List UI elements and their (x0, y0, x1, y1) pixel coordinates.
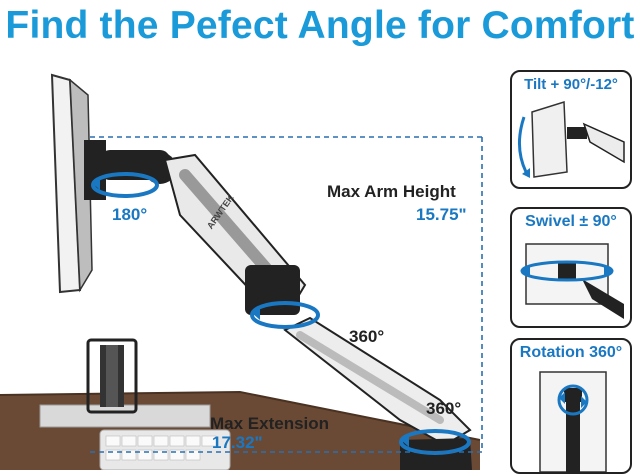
upper-arm (163, 153, 307, 315)
tilt-panel: Tilt + 90°/-12° (510, 70, 632, 189)
rotation-illustration (539, 371, 607, 472)
rotation-panel: Rotation 360° (510, 338, 632, 474)
max-arm-height-label: Max Arm Height (327, 182, 456, 201)
monitor (50, 73, 106, 294)
rotate-360-lower-label: 360° (426, 399, 462, 418)
rotate-180-label: 180° (112, 205, 148, 224)
rotate-360-upper-label: 360° (349, 327, 385, 346)
rotation-title: Rotation 360° (519, 344, 623, 361)
swivel-title: Swivel ± 90° (525, 213, 617, 230)
height-value: 15.75" (416, 205, 467, 224)
mat (39, 404, 211, 428)
extension-value: 17.32" (212, 433, 263, 452)
tilt-title: Tilt + 90°/-12° (524, 76, 618, 93)
max-extension-label: Max Extension (210, 414, 330, 433)
swivel-panel: Swivel ± 90° (510, 207, 632, 328)
measure-lines (90, 136, 483, 453)
rotation-arrows (91, 172, 471, 455)
keyboard (99, 429, 231, 470)
cable-reel (86, 338, 138, 414)
swivel-illustration (520, 243, 624, 319)
upper-joint (100, 150, 176, 184)
lower-arm (283, 316, 472, 447)
page-title: Find the Pefect Angle for Comfort (5, 4, 635, 47)
tilt-illustration (518, 100, 625, 178)
